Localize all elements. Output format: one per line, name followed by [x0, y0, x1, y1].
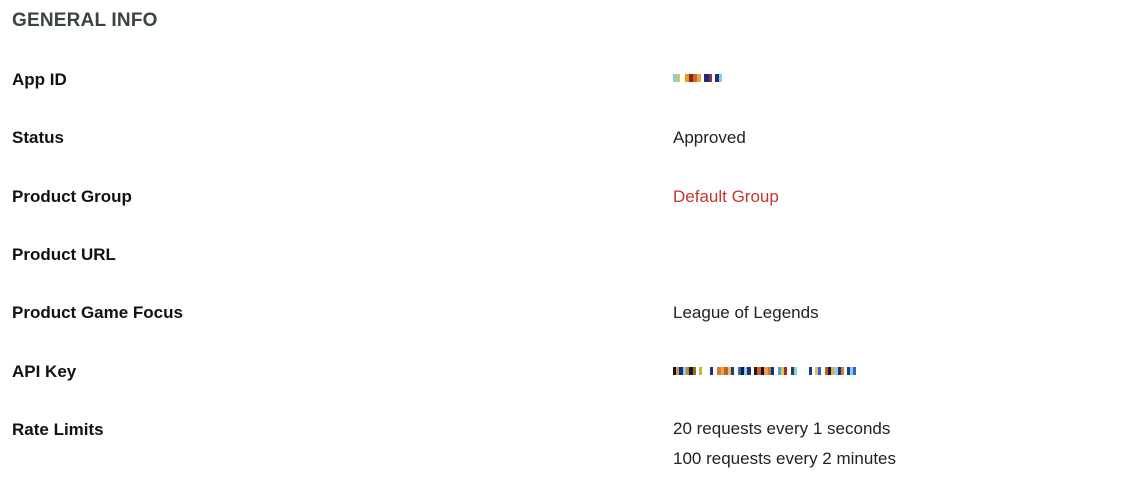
rate-limits-label: Rate Limits — [12, 420, 104, 439]
api-key-value-redacted — [673, 361, 856, 381]
product-group-label: Product Group — [12, 187, 132, 206]
product-game-focus-label: Product Game Focus — [12, 303, 183, 322]
product-game-focus-value: League of Legends — [673, 303, 819, 322]
rate-limit-per-minutes: 100 requests every 2 minutes — [673, 449, 897, 468]
status-value: Approved — [673, 128, 746, 147]
rate-limits-values: 20 requests every 1 seconds 100 requests… — [673, 414, 896, 474]
product-url-label: Product URL — [12, 245, 116, 264]
api-key-label: API Key — [12, 362, 77, 381]
app-id-value-redacted — [673, 68, 722, 88]
section-title: GENERAL INFO — [12, 10, 158, 31]
product-group-link[interactable]: Default Group — [673, 187, 779, 206]
app-id-label: App ID — [12, 70, 67, 89]
redacted-app-id-mask — [673, 68, 722, 88]
rate-limit-per-second: 20 requests every 1 seconds — [673, 419, 891, 438]
status-label: Status — [12, 128, 64, 147]
redacted-api-key-mask — [673, 361, 856, 381]
